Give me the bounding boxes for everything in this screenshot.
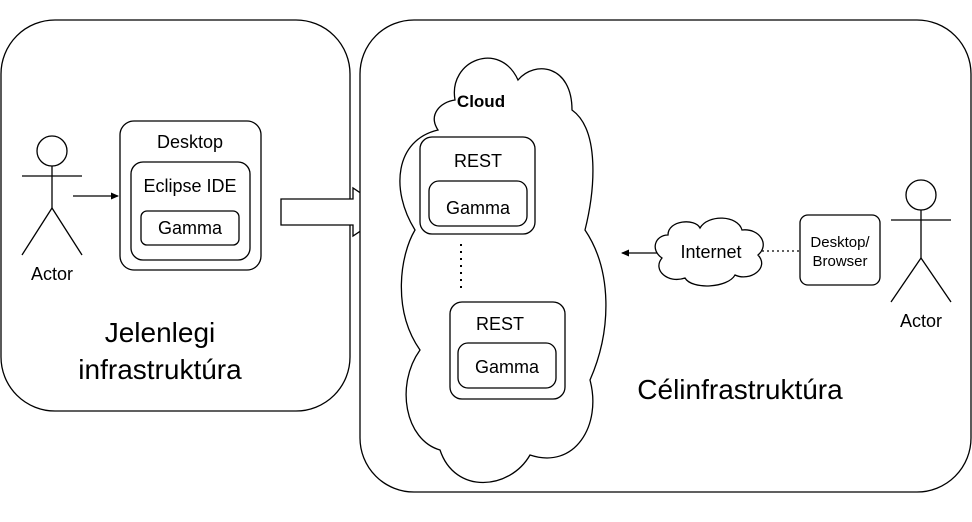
gamma-box-left: Gamma xyxy=(140,210,240,246)
eclipse-ide-label: Eclipse IDE xyxy=(143,176,236,196)
current-infrastructure-caption-line1: Jelenlegi xyxy=(105,317,216,348)
actor-figure-icon xyxy=(21,135,83,256)
gamma-box-bottom: Gamma xyxy=(457,342,557,389)
desktop-browser-box: Desktop/ Browser xyxy=(799,214,881,286)
actor-left: Actor xyxy=(21,135,83,284)
gamma-bottom-label: Gamma xyxy=(475,357,540,377)
desktop-label: Desktop xyxy=(157,132,223,152)
current-infrastructure-panel: Actor Desktop Eclipse IDE Gamma Jelenleg… xyxy=(0,19,351,412)
gamma-box-top: Gamma xyxy=(428,180,528,227)
gamma-top-label: Gamma xyxy=(446,198,511,218)
gamma-left-label: Gamma xyxy=(158,218,223,238)
rest-top-label: REST xyxy=(454,151,502,171)
target-infrastructure-panel: Cloud REST Gamma REST Gamma Internet xyxy=(359,19,972,493)
actor-right-label: Actor xyxy=(900,311,942,331)
rest-bottom-label: REST xyxy=(476,314,524,334)
desktop-browser-label-line2: Browser xyxy=(812,253,867,270)
desktop-browser-label-line1: Desktop/ xyxy=(810,234,870,251)
current-infrastructure-caption-line2: infrastruktúra xyxy=(78,354,242,385)
actor-right: Actor xyxy=(890,179,952,331)
actor-left-label: Actor xyxy=(31,264,73,284)
cloud-label: Cloud xyxy=(457,92,505,111)
internet-label: Internet xyxy=(680,242,741,262)
internet-cloud-shape xyxy=(654,217,764,287)
actor-figure-icon xyxy=(890,179,952,303)
target-infrastructure-caption: Célinfrastruktúra xyxy=(637,374,843,405)
